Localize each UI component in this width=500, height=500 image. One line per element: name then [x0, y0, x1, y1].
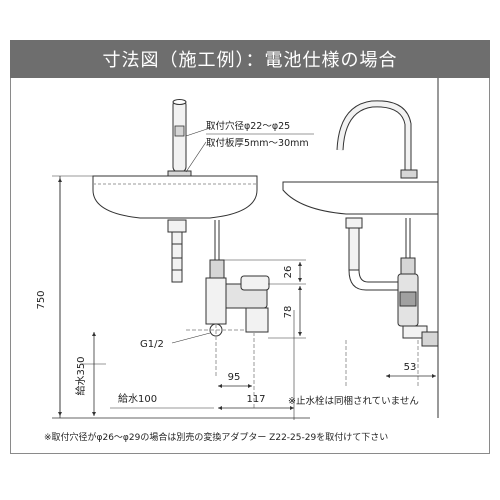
label-g12: G1/2: [140, 339, 164, 350]
side-view: [282, 78, 439, 418]
stop-valve-note: ※止水栓は同梱されていません: [288, 395, 419, 407]
dim-26: 26: [283, 266, 294, 279]
label-plate-thickness: 取付板厚5mm～30mm: [206, 137, 309, 149]
front-view: [92, 99, 270, 408]
dim-78: 78: [283, 306, 294, 319]
dim-117: 117: [246, 394, 265, 405]
title-bar: 寸法図（施工例）：電池仕様の場合: [10, 40, 490, 78]
footer-note: ※取付穴径がφ26～φ29の場合は別売の変換アダプター Z22-25-29を取付…: [44, 431, 388, 443]
dim-95: 95: [228, 372, 241, 383]
page-title: 寸法図（施工例）：電池仕様の場合: [102, 50, 398, 71]
dimension-drawing: 750 給水350 G1/2 95 給水100 117 26 78 取付穴径φ2…: [10, 78, 490, 454]
label-hole-diameter: 取付穴径φ22～φ25: [206, 120, 290, 132]
dim-750: 750: [36, 290, 47, 309]
dim-water-100: 給水100: [118, 392, 157, 405]
dim-water-350: 給水350: [74, 356, 87, 395]
dim-53: 53: [404, 362, 417, 373]
